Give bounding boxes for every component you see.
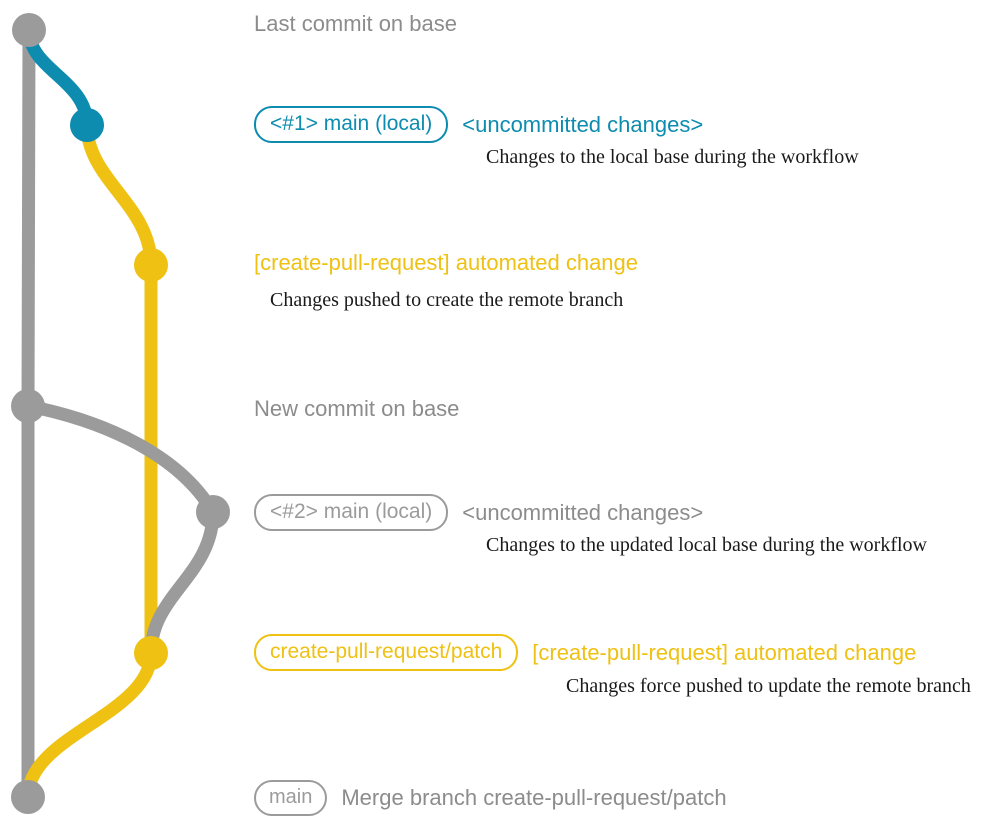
commit-node-last-commit-on-base[interactable] bbox=[12, 13, 46, 47]
commit-node-automated-change-2[interactable] bbox=[134, 636, 168, 670]
graph-nodes bbox=[11, 13, 230, 814]
edge-automated-2-to-merge bbox=[21, 646, 158, 804]
commit-headline: Merge branch create-pull-request/patch bbox=[341, 785, 727, 810]
edge-new-commit-to-local-2 bbox=[21, 399, 220, 519]
commit-subtext: Changes to the updated local base during… bbox=[486, 534, 927, 556]
commit-headline: [create-pull-request] automated change bbox=[254, 250, 639, 275]
commit-subtext: Changes force pushed to update the remot… bbox=[566, 675, 971, 697]
commit-subtext: Changes pushed to create the remote bran… bbox=[270, 289, 624, 311]
commit-node-merge-commit[interactable] bbox=[11, 780, 45, 814]
commit-label-merge-commit: main Merge branch create-pull-request/pa… bbox=[254, 780, 727, 816]
edge-local-1-to-automated-1 bbox=[80, 118, 158, 272]
commit-label-last-commit-on-base: Last commit on base bbox=[254, 13, 457, 35]
branch-badge-create-pull-request-patch[interactable]: create-pull-request/patch bbox=[254, 634, 519, 671]
commit-label-automated-change-1: [create-pull-request] automated change bbox=[254, 252, 638, 274]
branch-badge-main-local-1[interactable]: <#1> main (local) bbox=[254, 106, 449, 143]
commit-node-new-commit-on-base[interactable] bbox=[11, 389, 45, 423]
commit-subtext: Changes to the local base during the wor… bbox=[486, 146, 859, 168]
branch-badge-main-local-2[interactable]: <#2> main (local) bbox=[254, 494, 449, 531]
commit-headline: [create-pull-request] automated change bbox=[532, 639, 917, 665]
commit-headline: <uncommitted changes> bbox=[462, 111, 704, 137]
commit-label-local-commit-1: <#1> main (local) <uncommitted changes> bbox=[254, 106, 703, 143]
commit-label-local-commit-2: <#2> main (local) <uncommitted changes> bbox=[254, 494, 703, 531]
commit-node-local-commit-1[interactable] bbox=[70, 108, 104, 142]
commit-headline: <uncommitted changes> bbox=[462, 499, 704, 525]
commit-label-automated-change-2: create-pull-request/patch [create-pull-r… bbox=[254, 634, 916, 671]
commit-node-automated-change-1[interactable] bbox=[134, 248, 168, 282]
commit-headline: New commit on base bbox=[254, 396, 460, 421]
commit-label-new-commit-on-base: New commit on base bbox=[254, 398, 459, 420]
commit-node-local-commit-2[interactable] bbox=[196, 495, 230, 529]
branch-badge-main[interactable]: main bbox=[254, 780, 328, 816]
commit-headline: Last commit on base bbox=[254, 11, 457, 36]
edge-local-2-to-automated-2 bbox=[144, 505, 220, 660]
